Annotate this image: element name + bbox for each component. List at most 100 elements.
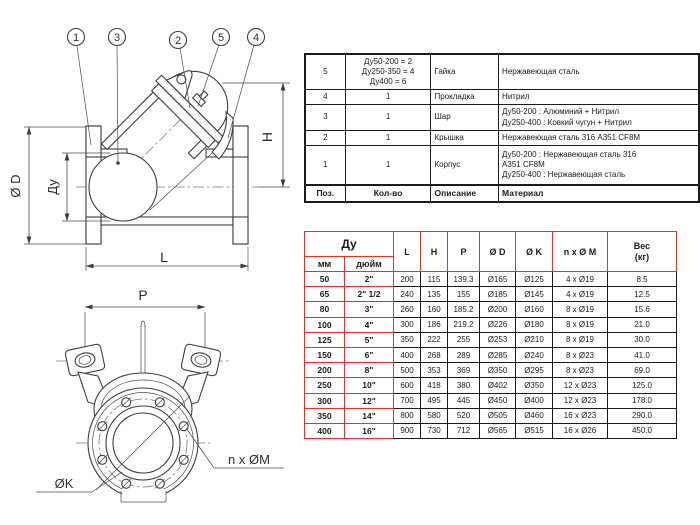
dim-cell: 500 — [393, 362, 421, 379]
dim-du: Ду — [45, 152, 110, 222]
dim-cell: 186 — [420, 316, 448, 333]
dim-header-nxm: n x Ø M — [552, 231, 608, 272]
dim-cell: 3" — [344, 301, 394, 318]
dim-cell: 450.0 — [607, 422, 677, 440]
dim-cell: Ø515 — [515, 422, 553, 440]
dim-cell: 125.0 — [607, 377, 677, 394]
dim-cell: 289 — [447, 346, 480, 364]
dim-label-h: H — [259, 132, 275, 142]
dim-cell: 350 — [393, 331, 421, 348]
balloons: 1 3 2 5 4 — [66, 27, 266, 50]
flange-face — [87, 387, 199, 503]
dim-cell: 2" — [344, 270, 394, 288]
bonnet-branch — [100, 70, 229, 160]
dim-label-du: Ду — [45, 179, 60, 195]
dim-cell: 65 — [304, 286, 345, 303]
parts-cell: 3 — [304, 104, 346, 131]
dim-cell: 8 x Ø23 — [552, 346, 608, 364]
dim-cell: 80 — [304, 301, 345, 318]
bolt-holes — [97, 397, 189, 489]
dim-cell: 268 — [420, 346, 448, 364]
dim-cell: 4" — [344, 316, 394, 333]
dim-cell: 300 — [304, 392, 345, 409]
parts-cell: Прокладка — [430, 89, 500, 105]
dim-cell: Ø400 — [515, 392, 553, 409]
dim-cell: 12 x Ø23 — [552, 392, 608, 409]
dim-cell: 300 — [393, 316, 421, 333]
dim-cell: 69.0 — [607, 362, 677, 379]
parts-cell: 4 — [304, 89, 346, 105]
balloon-3: 3 — [107, 27, 127, 47]
dim-cell: 418 — [420, 377, 448, 394]
dim-cell: 700 — [393, 392, 421, 409]
dim-cell: 12.5 — [607, 286, 677, 303]
dim-cell: Ø226 — [479, 316, 516, 333]
dim-l: L — [85, 247, 249, 271]
dim-h: H — [222, 82, 290, 188]
dim-cell: 16 x Ø26 — [552, 422, 608, 440]
dim-cell: 6" — [344, 346, 394, 364]
dim-cell: 900 — [393, 422, 421, 440]
dim-cell: 139.3 — [447, 270, 480, 288]
dim-cell: 8 x Ø19 — [552, 301, 608, 318]
dim-cell: Ø253 — [479, 331, 516, 348]
dim-cell: 125 — [304, 331, 345, 348]
dim-cell: 178.0 — [607, 392, 677, 409]
dim-cell: 219.2 — [447, 316, 480, 333]
dim-header-l: L — [393, 231, 421, 272]
right-flange — [232, 125, 249, 245]
dim-cell: 41.0 — [607, 346, 677, 364]
dim-cell: Ø240 — [515, 346, 553, 364]
dim-cell: 495 — [420, 392, 448, 409]
dim-cell: 8 x Ø23 — [552, 362, 608, 379]
dim-cell: Ø165 — [479, 270, 516, 288]
parts-cell: 1 — [344, 89, 432, 105]
dim-cell: 2" 1/2 — [344, 286, 394, 303]
side-view-drawing: Ø D Ду H L — [8, 27, 290, 271]
bolt-circle — [98, 398, 188, 488]
dim-header-k: Ø K — [515, 231, 553, 272]
dim-cell: Ø180 — [515, 316, 553, 333]
dim-header-inch: дюйм — [344, 256, 394, 272]
dim-cell: 580 — [420, 407, 448, 424]
dim-cell: 4 x Ø19 — [552, 270, 608, 288]
dim-cell: 380 — [447, 377, 480, 394]
label-ok: ØK — [36, 471, 123, 493]
dim-cell: Ø200 — [479, 301, 516, 318]
parts-cell: Ду50-200 : Алюминий + Нитрил Ду250-400 :… — [498, 104, 700, 131]
svg-text:3: 3 — [114, 32, 120, 44]
dim-cell: Ø402 — [479, 377, 516, 394]
dim-cell: Ø450 — [479, 392, 516, 409]
parts-cell: 1 — [344, 104, 432, 131]
svg-text:n x ØM: n x ØM — [228, 452, 270, 467]
dim-cell: 350 — [304, 407, 345, 424]
dim-cell: Ø565 — [479, 422, 516, 440]
dim-cell: 600 — [393, 377, 421, 394]
dim-cell: 50 — [304, 270, 345, 288]
parts-header-qty: Кол-во — [344, 184, 432, 203]
dim-cell: 8.5 — [607, 270, 677, 288]
parts-header-desc: Описание — [430, 184, 500, 203]
dim-cell: 222 — [420, 331, 448, 348]
dim-header-du: Ду — [304, 231, 394, 257]
dim-cell: 10" — [344, 377, 394, 394]
svg-text:4: 4 — [253, 32, 259, 44]
dim-cell: 8" — [344, 362, 394, 379]
dim-cell: 250 — [304, 377, 345, 394]
parts-cell: 1 — [304, 145, 346, 186]
dim-cell: 115 — [420, 270, 448, 288]
dim-cell: 260 — [393, 301, 421, 318]
dim-cell: 400 — [393, 346, 421, 364]
parts-cell: Нитрил — [498, 89, 700, 105]
